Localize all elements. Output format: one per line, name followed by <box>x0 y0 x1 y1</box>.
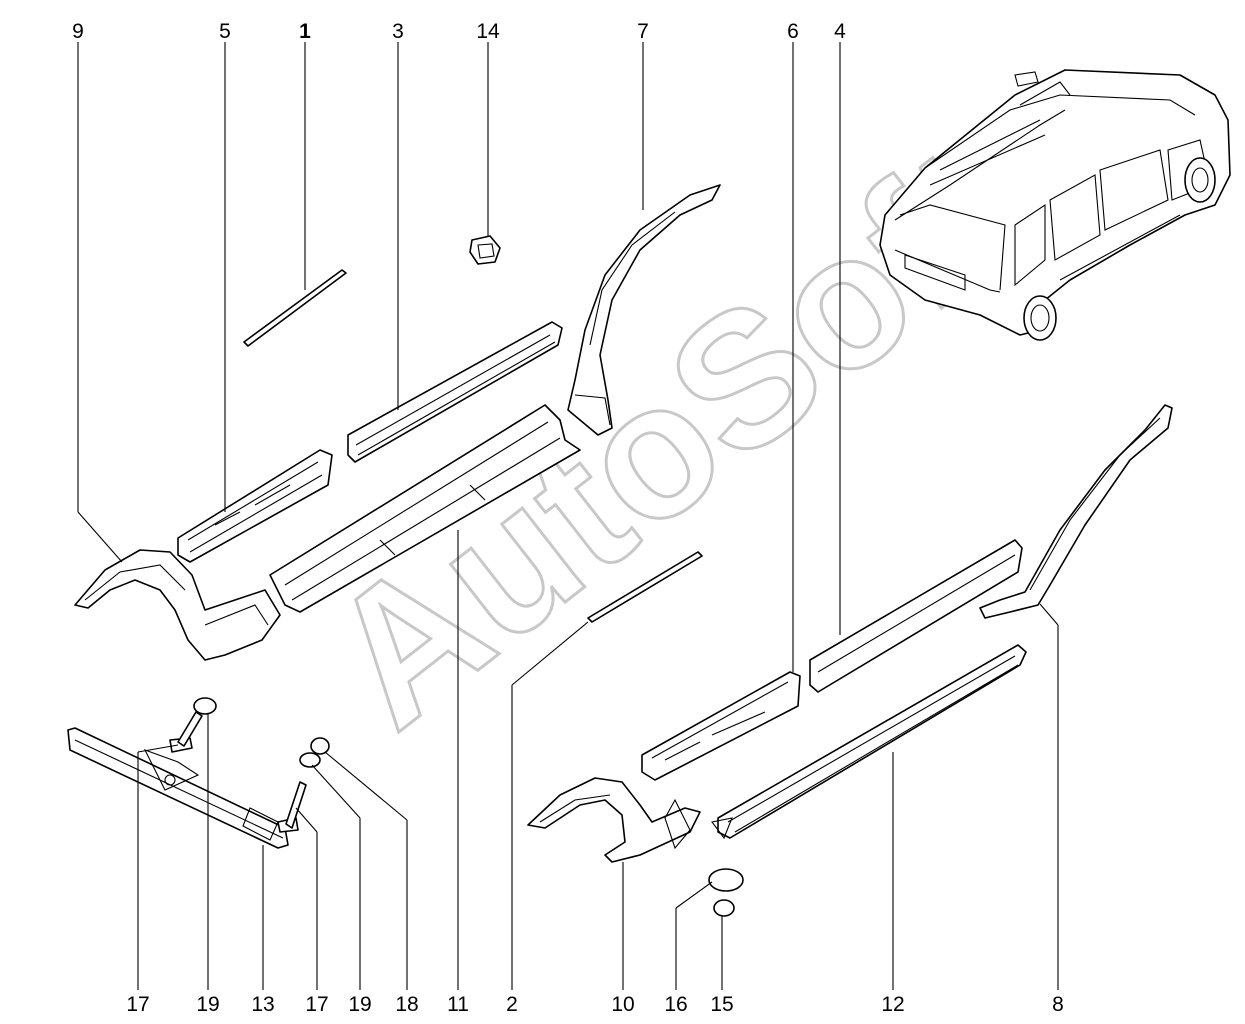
vehicle-illustration <box>879 69 1231 341</box>
callout-12: 12 <box>881 993 904 1016</box>
callout-5: 5 <box>219 20 231 43</box>
callout-14: 14 <box>476 20 500 43</box>
part-19-cap-upper <box>193 697 217 715</box>
part-18-nut <box>310 737 330 755</box>
part-17-bolt-upper <box>169 711 203 753</box>
callout-1: 1 <box>299 20 311 43</box>
callout-17a: 17 <box>126 993 149 1016</box>
callout-2: 2 <box>506 993 518 1016</box>
part-12-lower-sill <box>717 644 1027 839</box>
part-7-wheel-arch <box>567 184 721 436</box>
callout-3: 3 <box>392 20 404 43</box>
part-1-molding <box>243 269 347 347</box>
callout-16: 16 <box>664 993 687 1016</box>
part-17-bolt-lower <box>277 781 307 833</box>
callout-15: 15 <box>710 993 733 1016</box>
part-6-door-molding <box>641 671 801 781</box>
callout-4: 4 <box>834 20 846 43</box>
part-3-sill-trim <box>347 321 563 463</box>
callout-labels: 9 5 1 3 14 7 6 4 17 19 13 17 19 18 11 2 … <box>72 20 1064 1016</box>
part-9-wheel-arch <box>74 549 281 661</box>
part-10-wheel-arch <box>527 777 701 863</box>
part-8-wheel-arch <box>979 404 1173 619</box>
callout-19a: 19 <box>196 993 219 1016</box>
callout-18: 18 <box>395 993 418 1016</box>
callout-11: 11 <box>447 993 469 1016</box>
callout-6: 6 <box>787 20 799 43</box>
part-14-clip <box>469 235 501 265</box>
callout-9: 9 <box>72 20 84 43</box>
callout-8: 8 <box>1052 993 1064 1016</box>
callout-13: 13 <box>251 993 274 1016</box>
part-5-door-molding <box>177 449 333 563</box>
part-11-lower-sill <box>269 404 581 613</box>
part-16-clip <box>708 868 744 892</box>
callout-17b: 17 <box>305 993 328 1016</box>
leader-lines <box>77 42 1059 990</box>
callout-10: 10 <box>611 993 634 1016</box>
part-4-door-molding <box>809 539 1023 693</box>
part-2-molding <box>587 551 703 623</box>
part-15-clip <box>713 899 735 917</box>
part-13-trim <box>67 727 289 849</box>
callout-19b: 19 <box>348 993 371 1016</box>
part-19-cap-lower <box>299 752 321 768</box>
callout-7: 7 <box>637 20 649 43</box>
